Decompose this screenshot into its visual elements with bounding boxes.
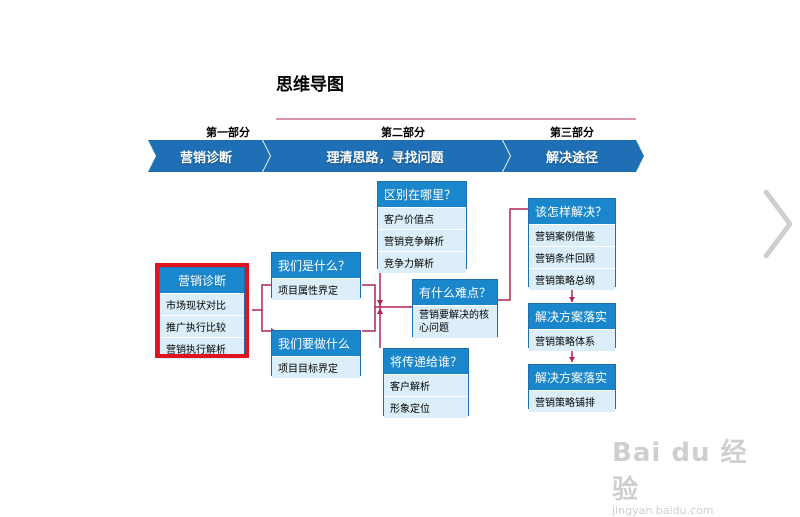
connector-diag-todo	[261, 310, 271, 332]
box-difference: 区别在哪里？ 客户价值点 营销竞争解析 竞争力解析	[377, 181, 467, 273]
phase-label-2: 第二部分	[381, 126, 425, 139]
box-diagnosis: 营销诊断 市场现状对比 推广执行比较 营销执行解析	[159, 267, 245, 359]
band-shape-2	[263, 140, 510, 172]
band-shape-1	[148, 140, 270, 172]
connector-diag-what	[252, 284, 271, 311]
box-solution-1: 解决方案落实 营销策略体系	[528, 303, 616, 351]
box-how-solve-head: 该怎样解决？	[529, 199, 615, 224]
watermark-main: Bai du 经验	[612, 438, 748, 505]
page-title: 思维导图	[276, 75, 344, 95]
arrowhead	[377, 308, 383, 314]
box-difficulty-head: 有什么难点？	[413, 280, 497, 305]
band-label-1: 营销诊断	[179, 150, 232, 166]
box-difficulty: 有什么难点？ 营销要解决的核心问题	[412, 279, 498, 338]
box-communicate-row: 形象定位	[384, 396, 468, 418]
box-what-are-we-row: 项目属性界定	[272, 278, 360, 300]
highlight-frame	[155, 263, 249, 358]
box-solution-2-head: 解决方案落实	[529, 365, 615, 390]
box-solution-2-row: 营销策略铺排	[529, 390, 615, 412]
watermark-sub: jingyan.baidu.com	[612, 504, 714, 517]
box-diagnosis-row: 市场现状对比	[160, 293, 244, 315]
box-communicate-row: 客户解析	[384, 374, 468, 396]
box-difference-row: 客户价值点	[378, 207, 466, 229]
box-difficulty-row: 营销要解决的核心问题	[413, 305, 497, 338]
band-label-2: 理清思路，寻找问题	[326, 150, 444, 166]
box-what-to-do: 我们要做什么 项目目标界定	[271, 330, 361, 378]
connector-diff-solve	[498, 208, 528, 301]
box-solution-1-row: 营销策略体系	[529, 329, 615, 351]
next-slide-button[interactable]	[756, 184, 796, 264]
box-what-to-do-row: 项目目标界定	[272, 356, 360, 378]
box-what-to-do-head: 我们要做什么	[272, 331, 360, 356]
box-diagnosis-head: 营销诊断	[160, 268, 244, 293]
box-diagnosis-row: 营销执行解析	[160, 337, 244, 359]
box-communicate-head: 将传递给谁？	[384, 349, 468, 374]
phase-label-1: 第一部分	[206, 126, 250, 139]
arrowhead	[569, 357, 575, 362]
box-solution-1-head: 解决方案落实	[529, 304, 615, 329]
box-what-are-we: 我们是什么？ 项目属性界定	[271, 252, 361, 300]
box-solution-2: 解决方案落实 营销策略铺排	[528, 364, 616, 412]
watermark: Bai du 经验 jingyan.baidu.com	[612, 432, 762, 517]
connector-todo-diff	[362, 307, 376, 332]
band-shape-3	[503, 140, 644, 172]
arrowhead	[377, 300, 383, 306]
box-how-solve-row: 营销条件回顾	[529, 246, 615, 268]
box-communicate: 将传递给谁？ 客户解析 形象定位	[383, 348, 469, 418]
box-difference-row: 营销竞争解析	[378, 229, 466, 251]
box-how-solve: 该怎样解决？ 营销案例借鉴 营销条件回顾 营销策略总纲	[528, 198, 616, 290]
chevron-right-icon	[763, 189, 793, 259]
box-how-solve-row: 营销策略总纲	[529, 268, 615, 290]
box-diagnosis-row: 推广执行比较	[160, 315, 244, 337]
box-what-are-we-head: 我们是什么？	[272, 253, 360, 278]
box-how-solve-row: 营销案例借鉴	[529, 224, 615, 246]
connector-what-diff	[362, 284, 412, 308]
box-difference-head: 区别在哪里？	[378, 182, 466, 207]
phase-label-3: 第三部分	[550, 126, 594, 139]
band-label-3: 解决途径	[545, 150, 598, 166]
box-difference-row: 竞争力解析	[378, 251, 466, 273]
arrowhead	[569, 297, 575, 302]
